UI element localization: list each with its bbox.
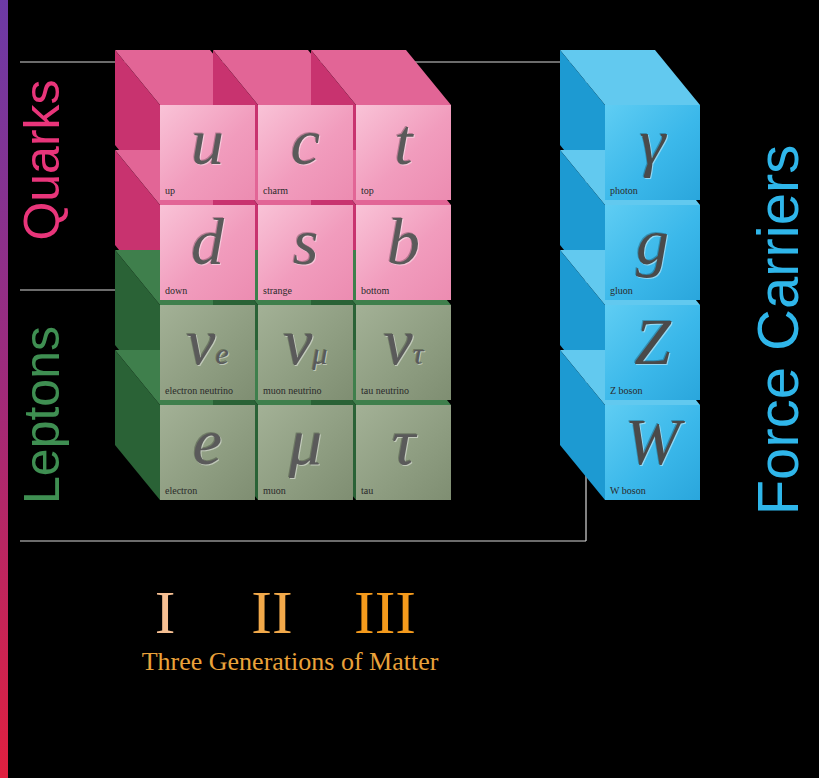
particle-name: tau neutrino bbox=[361, 385, 409, 396]
particle-name: electron bbox=[165, 485, 197, 496]
particle-name: muon neutrino bbox=[263, 385, 322, 396]
particle-symbol: γ bbox=[639, 105, 665, 178]
particle-cube: b bottom bbox=[356, 205, 451, 300]
particle-symbol: c bbox=[291, 105, 320, 178]
particle-symbol-group: g bbox=[605, 209, 700, 275]
symbol-subscript: τ bbox=[413, 337, 424, 370]
particle-symbol: b bbox=[387, 205, 420, 278]
particle-symbol: t bbox=[394, 105, 412, 178]
group-label: Force Carriers bbox=[749, 145, 807, 516]
particle-name: tau bbox=[361, 485, 373, 496]
particle-cube: ντ tau neutrino bbox=[356, 305, 451, 400]
particle-cube: u up bbox=[160, 105, 255, 200]
particle-symbol: ν bbox=[186, 305, 215, 378]
symbol-subscript: e bbox=[215, 337, 228, 370]
particle-name: gluon bbox=[610, 285, 633, 296]
particle-symbol-group: μ bbox=[258, 409, 353, 475]
particle-symbol-group: W bbox=[605, 409, 700, 475]
particle-symbol-group: ντ bbox=[356, 309, 451, 375]
particle-cube: sstrange bbox=[258, 205, 353, 300]
particle-cube: ccharm bbox=[258, 105, 353, 200]
particle-symbol-group: e bbox=[160, 409, 255, 475]
particle-symbol-group: u bbox=[160, 109, 255, 175]
side-bar bbox=[0, 0, 8, 778]
particle-name: bottom bbox=[361, 285, 389, 296]
particle-symbol: W bbox=[625, 405, 680, 478]
particle-symbol: g bbox=[636, 205, 669, 278]
particle-cube: γphoton bbox=[605, 105, 700, 200]
particle-symbol: τ bbox=[392, 405, 416, 478]
frame-lines bbox=[20, 62, 586, 541]
particle-name: charm bbox=[263, 185, 288, 196]
particle-symbol: ν bbox=[383, 305, 412, 378]
particle-symbol-group: t bbox=[356, 109, 451, 175]
particle-symbol-group: γ bbox=[605, 109, 700, 175]
particle-cube: t top bbox=[356, 105, 451, 200]
particle-symbol-group: Z bbox=[605, 309, 700, 375]
particle-symbol-group: νe bbox=[160, 309, 255, 375]
particle-cube: Z Z boson bbox=[605, 305, 700, 400]
particle-symbol: s bbox=[293, 205, 319, 278]
particle-symbol-group: τ bbox=[356, 409, 451, 475]
particle-symbol-group: c bbox=[258, 109, 353, 175]
particle-name: W boson bbox=[610, 485, 646, 496]
particle-cube: e electron bbox=[160, 405, 255, 500]
particle-name: electron neutrino bbox=[165, 385, 233, 396]
particle-cube: ddown bbox=[160, 205, 255, 300]
particle-name: Z boson bbox=[610, 385, 643, 396]
particle-cube: μmuon bbox=[258, 405, 353, 500]
particle-symbol: ν bbox=[283, 305, 312, 378]
particle-symbol-group: d bbox=[160, 209, 255, 275]
particle-name: muon bbox=[263, 485, 286, 496]
particle-symbol-group: νμ bbox=[258, 309, 353, 375]
particle-symbol: Z bbox=[634, 305, 671, 378]
group-label: Quarks bbox=[17, 79, 67, 240]
particle-name: down bbox=[165, 285, 187, 296]
particle-cube: τ tau bbox=[356, 405, 451, 500]
generation-number: III bbox=[354, 581, 416, 643]
particle-name: top bbox=[361, 185, 374, 196]
particle-cube: νe electron neutrino bbox=[160, 305, 255, 400]
particle-cube: νμ muon neutrino bbox=[258, 305, 353, 400]
axis-caption: Three Generations of Matter bbox=[142, 649, 439, 675]
particle-symbol-group: s bbox=[258, 209, 353, 275]
particle-cube: W W boson bbox=[605, 405, 700, 500]
particle-symbol: μ bbox=[289, 405, 322, 478]
particle-cube: ggluon bbox=[605, 205, 700, 300]
particle-symbol: d bbox=[191, 205, 224, 278]
generation-number: I bbox=[155, 581, 176, 643]
particle-name: photon bbox=[610, 185, 638, 196]
generation-number: II bbox=[251, 581, 292, 643]
particle-symbol: e bbox=[193, 405, 222, 478]
particle-symbol-group: b bbox=[356, 209, 451, 275]
particle-name: strange bbox=[263, 285, 292, 296]
symbol-subscript: μ bbox=[313, 337, 328, 370]
group-label: Leptons bbox=[17, 326, 67, 504]
particle-name: up bbox=[165, 185, 175, 196]
cube-sides bbox=[115, 50, 700, 500]
particle-symbol: u bbox=[191, 105, 224, 178]
